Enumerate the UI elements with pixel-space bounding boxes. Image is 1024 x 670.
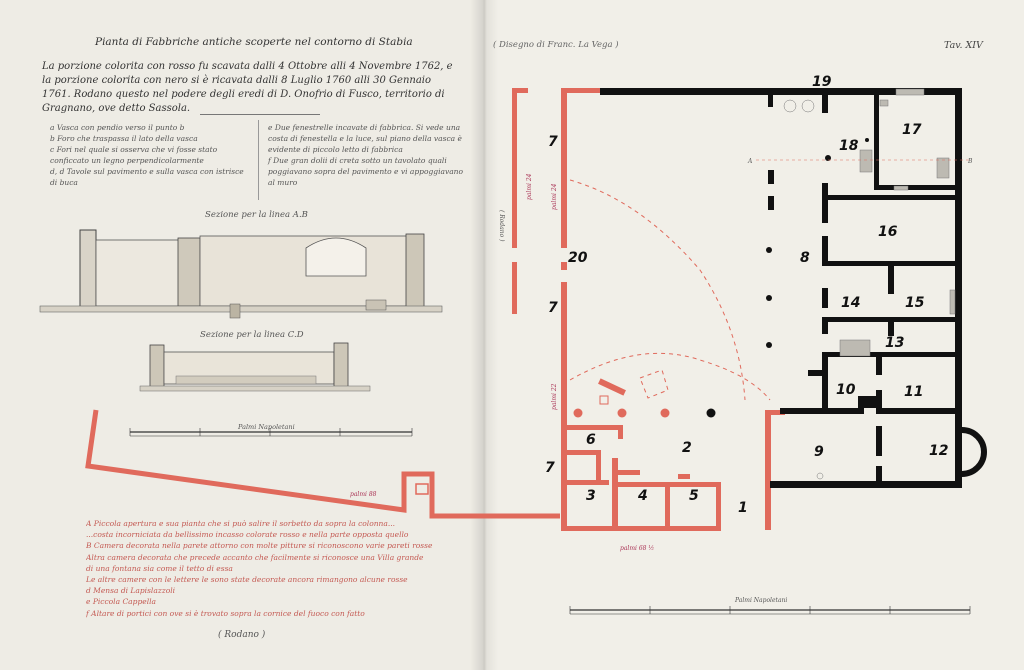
note-b: b Foro che traspassa il lato della vasca: [50, 134, 198, 143]
red-outline-wall: [85, 409, 560, 519]
divider-rule: [200, 114, 320, 115]
room-number-9: 9: [814, 444, 824, 460]
left-page: [0, 0, 483, 670]
legend-line: di una fontana sia come il tetto di essa: [86, 563, 233, 573]
legend-line: f Altare di portici con ove si è trovato…: [86, 608, 365, 618]
section-ab-title: Sezione per la linea A.B: [205, 210, 308, 220]
plate-number: Tav. XIV: [944, 40, 983, 51]
room-number-10: 10: [836, 382, 856, 398]
legend-line: d Mensa di Lapislazzoli: [86, 586, 176, 596]
section-cd-drawing: [139, 342, 371, 392]
room-number-7: 7: [548, 300, 558, 316]
legend-red: A Piccola apertura e sua pianta che si p…: [86, 518, 476, 619]
left-scale-bar: [129, 428, 413, 437]
notes-right: e Due fenestrelle incavate di fabbrica. …: [268, 122, 468, 188]
palmi-mid: palmi 22: [551, 383, 558, 410]
section-ab-drawing: [39, 229, 443, 319]
room-number-11: 11: [904, 384, 923, 400]
room-numbers: 1 2 3 4 5 6 7 7 7 8 9 10 11 12 13 14 15 …: [545, 74, 948, 516]
red-small-feature: [415, 483, 429, 495]
room-number-2: 2: [682, 440, 692, 456]
section-cd-title: Sezione per la linea C.D: [200, 330, 304, 340]
legend-line: e Piccola Cappella: [86, 597, 156, 607]
bottom-label: ( Rodano ): [218, 630, 266, 640]
room-number-13: 13: [885, 335, 904, 351]
room-number-7: 7: [548, 134, 558, 150]
note-f: f Due gran dolii di creta sotto un tavol…: [268, 156, 464, 187]
section-letter-a: A: [747, 158, 753, 165]
room-number-8: 8: [800, 250, 810, 266]
notes-divider: [258, 120, 259, 200]
room-number-7: 7: [545, 460, 555, 476]
black-column: [706, 408, 716, 418]
legend-line: A Piccola apertura e sua pianta che si p…: [86, 519, 395, 528]
room-number-18: 18: [839, 138, 859, 154]
section-letter-b: B: [967, 158, 973, 165]
room-number-5: 5: [689, 488, 699, 504]
room-number-17: 17: [902, 122, 922, 138]
note-a: a Vasca con pendio verso il punto b: [50, 123, 185, 132]
room-number-20: 20: [568, 250, 588, 266]
red-columns: [573, 408, 670, 418]
room-number-3: 3: [586, 488, 596, 504]
black-walls: [600, 88, 962, 488]
note-e: e Due fenestrelle incavate di fabbrica. …: [268, 123, 462, 154]
palmi-left: palmi 24: [526, 173, 533, 200]
dashed-paths: [569, 179, 771, 401]
note-c: c Fori nel quale si osserva che vi fosse…: [50, 145, 218, 165]
red-walls: [512, 88, 785, 531]
left-scale-label: Palmi Napoletani: [238, 423, 295, 431]
room-number-6: 6: [586, 432, 596, 448]
palmi-bottom: palmi 68 ½: [620, 545, 654, 552]
right-page: [483, 0, 1024, 670]
note-d: d, d Tavole sul pavimento e sulla vasca …: [50, 167, 244, 187]
legend-line: ...costa incorniciata da bellissimo inca…: [86, 530, 409, 540]
plate-credit: ( Disegno di Franc. La Vega ): [493, 40, 619, 50]
legend-line: Le altre camere con le lettere le sono s…: [86, 575, 408, 585]
legend-line: B Camera decorata nella parete attorno c…: [86, 541, 433, 551]
room-number-1: 1: [738, 500, 748, 516]
right-scale-label: Palmi Napoletani: [734, 597, 787, 604]
palmi-top: palmi 88: [350, 491, 377, 498]
intro-paragraph: La porzione colorita con rosso fu scavat…: [42, 61, 453, 114]
room-number-4: 4: [637, 488, 648, 504]
room-number-15: 15: [905, 295, 925, 311]
room-number-16: 16: [878, 224, 898, 240]
room-number-19: 19: [812, 74, 832, 90]
gray-details: [783, 88, 956, 480]
rodano-vertical: ( Rodano ): [498, 210, 505, 242]
book-gutter: [470, 0, 498, 670]
apse-wall: [961, 427, 987, 477]
room-number-14: 14: [841, 295, 860, 311]
right-scale-bar: [569, 606, 971, 615]
plate-title: Pianta di Fabbriche antiche scoperte nel…: [95, 36, 413, 48]
palmi-right: palmi 24: [551, 183, 558, 210]
notes-left: a Vasca con pendio verso il punto b b Fo…: [50, 122, 250, 188]
room-number-12: 12: [929, 443, 948, 459]
legend-line: Altra camera decorata che precede accant…: [86, 552, 424, 562]
